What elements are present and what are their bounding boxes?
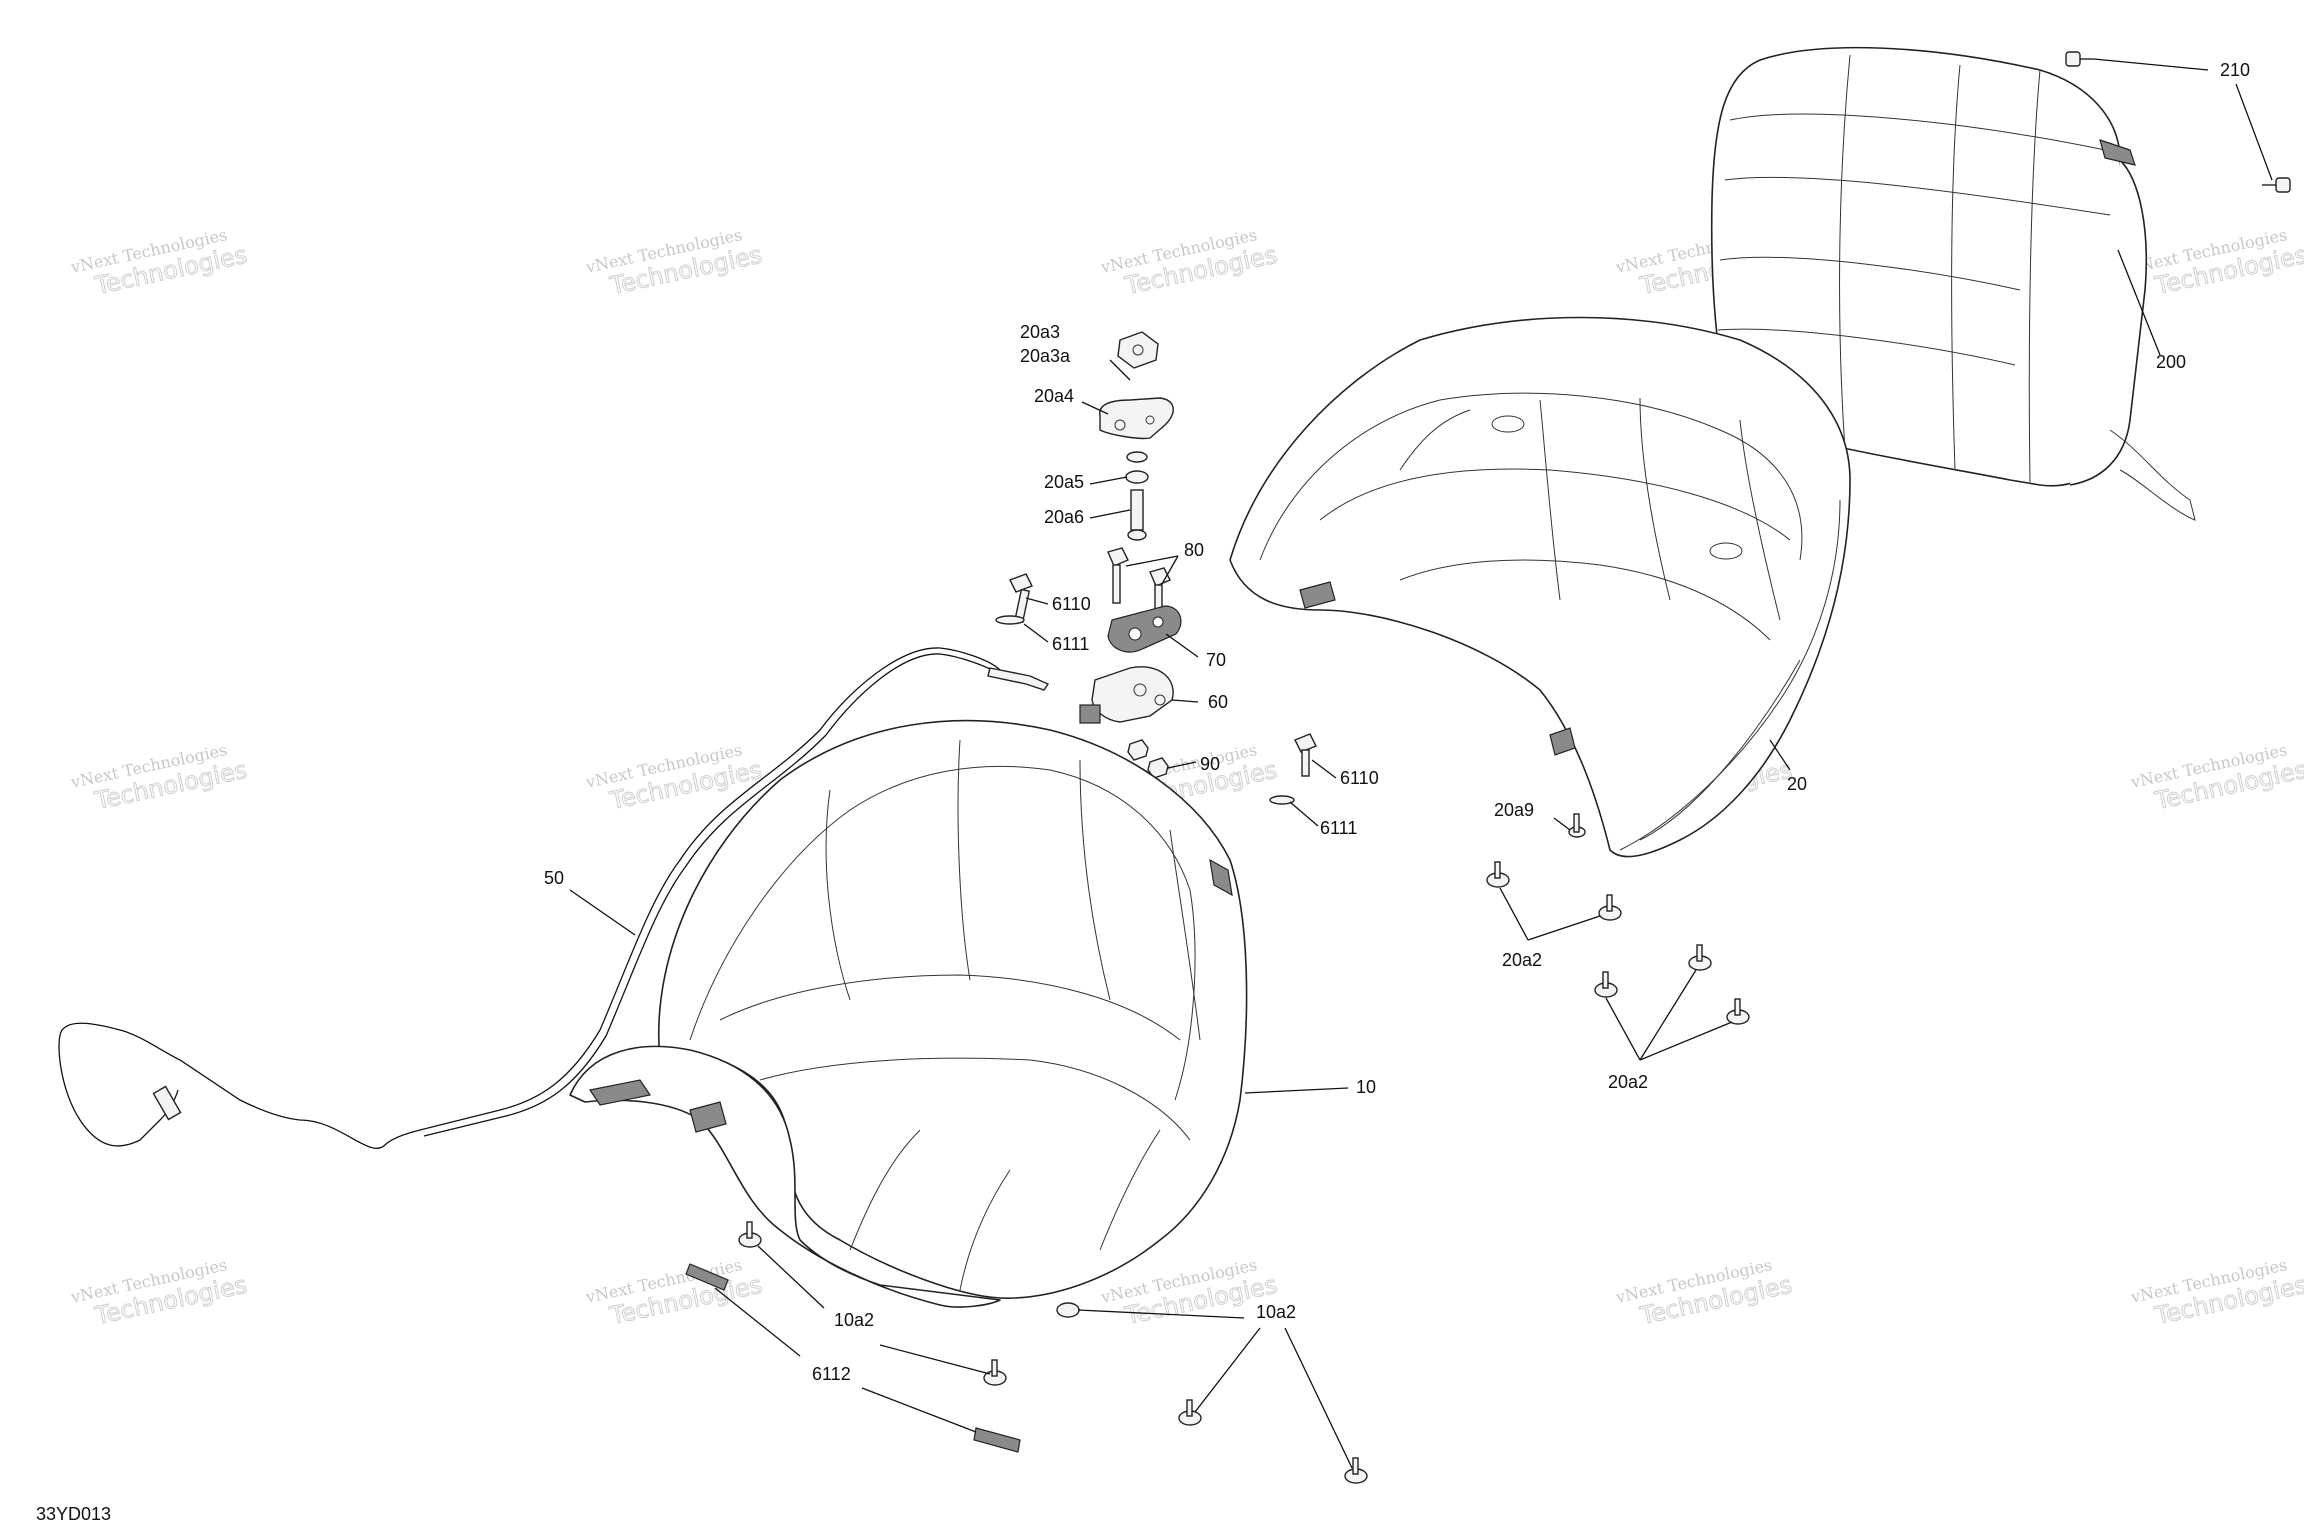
pin-20a6 — [1127, 489, 1147, 541]
diagram-code: 33YD013 — [36, 1504, 111, 1524]
washer-20a5 — [1125, 451, 1149, 484]
screw-6110-left — [1009, 573, 1033, 624]
callout-10a2-a: 10a2 — [834, 1310, 874, 1330]
bracket-70 — [1107, 605, 1182, 653]
clip-6111-right — [1269, 795, 1295, 805]
callout-10: 10 — [1356, 1077, 1376, 1097]
screw-210-right — [2262, 177, 2291, 193]
driver-seat-part — [569, 719, 1248, 1308]
callout-6110-left: 6110 — [1052, 594, 1091, 614]
callout-210: 210 — [2220, 60, 2250, 80]
screw-210-top — [2065, 51, 2094, 67]
callout-20a2-a: 20a2 — [1502, 950, 1542, 970]
bolts-80 — [1107, 547, 1171, 618]
callout-20a3: 20a3 — [1020, 322, 1060, 342]
callout-20a4: 20a4 — [1034, 386, 1074, 406]
callout-50: 50 — [544, 868, 564, 888]
callout-60: 60 — [1208, 692, 1228, 712]
latch-60 — [1079, 666, 1174, 724]
callout-20a3a: 20a3a — [1020, 346, 1071, 366]
nut-20a3 — [1117, 331, 1159, 369]
passenger-seat-part — [1229, 316, 1851, 858]
clip-6111-left — [995, 615, 1025, 625]
callout-20: 20 — [1787, 774, 1807, 794]
callout-80: 80 — [1184, 540, 1204, 560]
screw-6110-right — [1294, 733, 1317, 777]
bumpers-20a2 — [1486, 861, 1750, 1025]
leader-lines — [569, 58, 2273, 1469]
plate-20a4 — [1099, 397, 1174, 440]
callout-labels: 210 200 20a3 20a3a 20a4 20a5 20a6 80 611… — [36, 60, 2250, 1524]
callout-6111-right: 6111 — [1320, 818, 1357, 838]
callout-6110-right: 6110 — [1340, 768, 1379, 788]
callout-6111-left: 6111 — [1052, 634, 1089, 654]
backrest-part — [1710, 46, 2196, 521]
callout-6112: 6112 — [812, 1364, 851, 1384]
callout-20a6: 20a6 — [1044, 507, 1084, 527]
callout-20a2-b: 20a2 — [1608, 1072, 1648, 1092]
callout-20a9: 20a9 — [1494, 800, 1534, 820]
callout-70: 70 — [1206, 650, 1226, 670]
cable-part — [58, 647, 1050, 1149]
clips-6112 — [685, 1263, 1021, 1453]
callout-20a5: 20a5 — [1044, 472, 1084, 492]
callout-90: 90 — [1200, 754, 1220, 774]
callout-200: 200 — [2156, 352, 2186, 372]
callout-10a2-b: 10a2 — [1256, 1302, 1296, 1322]
nuts-90 — [1127, 739, 1169, 779]
bumpers-20a9 — [1568, 813, 1586, 838]
